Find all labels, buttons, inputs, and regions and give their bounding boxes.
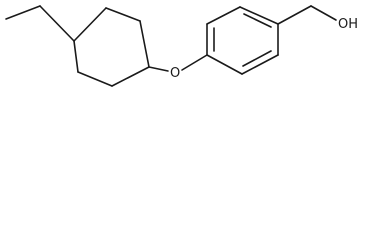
- oxygen-atom-label: O: [170, 66, 180, 81]
- bond: [111, 66, 150, 87]
- bond: [39, 5, 75, 42]
- bond: [206, 54, 243, 75]
- bond: [73, 40, 79, 73]
- bond: [77, 71, 113, 87]
- cyclohexane-ring: [73, 7, 150, 87]
- bond: [5, 5, 41, 20]
- molecule-structure: O OH: [5, 5, 358, 87]
- bond: [310, 5, 337, 21]
- bond: [148, 66, 169, 72]
- hydroxymethyl-group: OH: [277, 5, 358, 32]
- benzene-ring: [206, 6, 279, 75]
- double-bond-inner: [242, 50, 272, 67]
- bond: [181, 54, 208, 71]
- bond: [277, 5, 312, 25]
- hydroxyl-label: OH: [338, 17, 358, 32]
- bond: [241, 54, 279, 75]
- double-bond-inner: [243, 13, 272, 28]
- bond: [239, 6, 279, 25]
- bond: [73, 7, 107, 42]
- bond: [206, 6, 241, 25]
- bond: [139, 20, 150, 68]
- bond: [105, 7, 141, 22]
- ether-linkage: O: [148, 54, 208, 81]
- ethyl-group: [5, 5, 75, 42]
